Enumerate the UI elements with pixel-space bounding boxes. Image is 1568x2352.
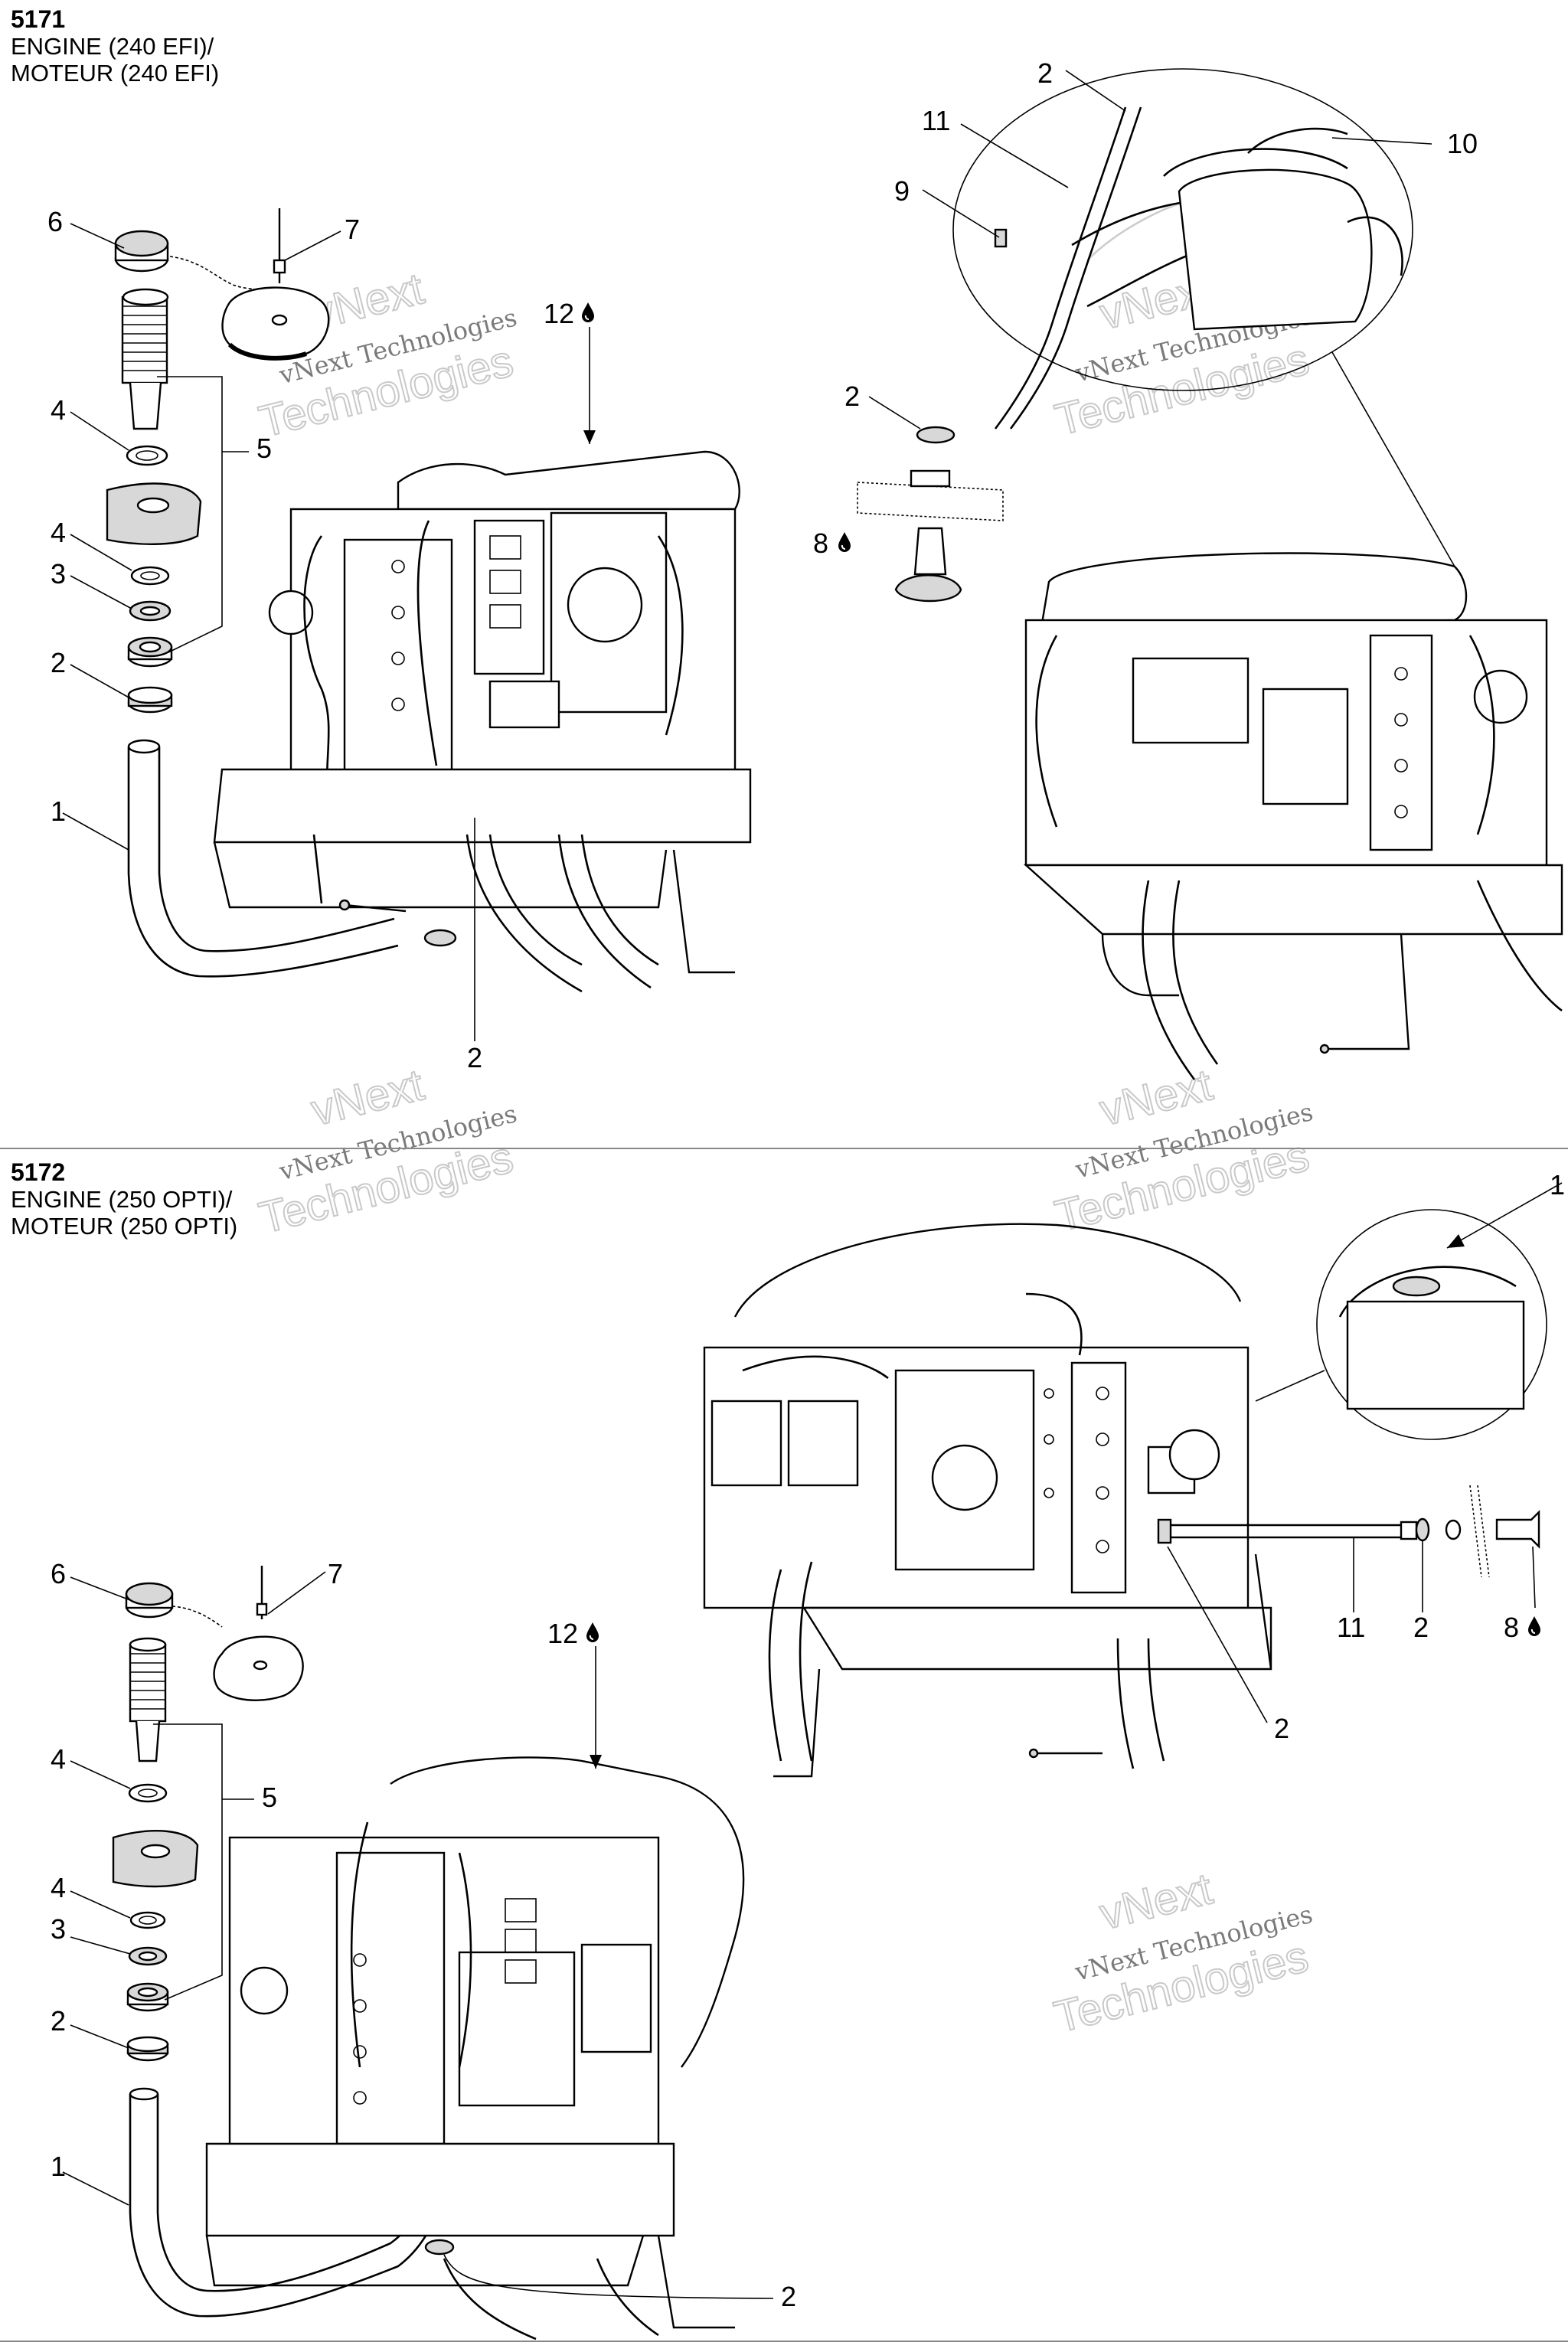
fuel-hose-part	[127, 739, 399, 978]
watermark-mid-left: vNext vNext Technologies Technologies	[253, 1059, 520, 1244]
tether-plate-part	[221, 208, 330, 361]
assembly-bracket	[153, 1723, 223, 2001]
watermark-mid-right: vNext vNext Technologies Technologies	[1050, 1059, 1316, 1242]
section-title-fr: MOTEUR (250 OPTI)	[11, 1212, 238, 1240]
watermark-bottom-right: vNext vNext Technologies Technologies	[1049, 1863, 1315, 2043]
callout-label: 2	[844, 381, 860, 412]
detail-circle	[1316, 1209, 1547, 1440]
callout-label: 3	[51, 558, 66, 590]
engine-240-efi-right-view	[857, 68, 1563, 1080]
washer-part	[129, 1911, 166, 1929]
leader-lines	[62, 70, 1563, 2206]
callout-label: 2	[1413, 1612, 1429, 1643]
oil-drop-icon	[838, 531, 851, 553]
engine-250-opti-right-view	[703, 1209, 1547, 1778]
callout-label: 2	[467, 1042, 482, 1073]
callouts-5172: 1 6 7 12 11 2 8 2 4 5 4 3 2 1 2	[51, 1169, 1565, 2312]
section-title-en: ENGINE (250 OPTI)/	[11, 1185, 233, 1213]
oil-drop-icon	[586, 1622, 599, 1643]
hose-clamp-part	[127, 686, 173, 714]
detail-circle	[952, 68, 1413, 391]
callout-label: 4	[51, 394, 66, 426]
section-header-5171: 5171 ENGINE (240 EFI)/ MOTEUR (240 EFI)	[11, 5, 220, 87]
section-title-en: ENGINE (240 EFI)/	[11, 32, 214, 60]
engine-250-opti-left-view	[205, 1756, 774, 2341]
callout-label: 2	[51, 2005, 66, 2037]
callouts-5171: 6 7 4 5 4 3 2 1 2 12 2 11 10 9 2 8	[47, 57, 1478, 1073]
callout-label: 1	[1550, 1169, 1565, 1200]
callout-label: 5	[256, 433, 272, 464]
callout-label: 3	[51, 1913, 66, 1945]
callout-label: 7	[345, 214, 360, 245]
callout-label: 2	[51, 647, 66, 678]
section-number: 5172	[11, 1158, 66, 1186]
washer-part	[126, 445, 168, 466]
callout-label: 6	[47, 206, 63, 237]
section-number: 5171	[11, 5, 66, 33]
callout-label: 9	[894, 175, 910, 207]
exploded-parts-5172	[112, 1566, 449, 2318]
washer-part	[128, 1783, 168, 1803]
callout-label: 4	[51, 1743, 66, 1775]
callout-label: 12	[544, 298, 574, 329]
exploded-parts-5171	[106, 208, 399, 978]
engine-240-efi-left-view	[213, 450, 752, 1041]
oil-drop-icon	[1527, 1615, 1541, 1637]
deck-plate-part	[112, 1830, 199, 1888]
callout-label: 8	[1504, 1612, 1519, 1643]
callout-label: 11	[922, 105, 950, 136]
callout-label: 4	[51, 517, 66, 548]
callout-label: 12	[547, 1618, 578, 1649]
section-header-5172: 5172 ENGINE (250 OPTI)/ MOTEUR (250 OPTI…	[11, 1158, 238, 1240]
callout-label: 8	[813, 528, 828, 559]
filler-neck-part	[121, 288, 169, 430]
callout-label: 1	[51, 2151, 66, 2182]
callout-label: 1	[51, 795, 66, 827]
callout-label: 6	[51, 1558, 66, 1589]
callout-label: 10	[1447, 128, 1478, 159]
fill-cap-part	[114, 230, 276, 296]
callout-label: 7	[328, 1558, 343, 1589]
nut-part	[126, 1982, 169, 2012]
callout-label: 2	[1037, 57, 1053, 89]
filler-neck-part	[129, 1637, 167, 1762]
assembly-bracket	[157, 376, 223, 653]
direction-arrows	[583, 430, 1465, 1769]
callout-label: 2	[781, 2281, 796, 2312]
tether-plate-part	[213, 1566, 304, 1701]
deck-plate-part	[106, 482, 202, 545]
fill-cap-part	[125, 1582, 223, 1628]
washer-part	[130, 566, 170, 586]
callout-label: 4	[51, 1872, 66, 1903]
nut-part	[127, 636, 173, 668]
callout-label: 11	[1337, 1612, 1365, 1643]
callout-label: 5	[262, 1782, 277, 1813]
section-title-fr: MOTEUR (240 EFI)	[11, 59, 220, 87]
oil-drop-icon	[581, 302, 595, 323]
hose-clamp-part	[126, 2036, 169, 2062]
callout-label: 2	[1274, 1713, 1289, 1744]
